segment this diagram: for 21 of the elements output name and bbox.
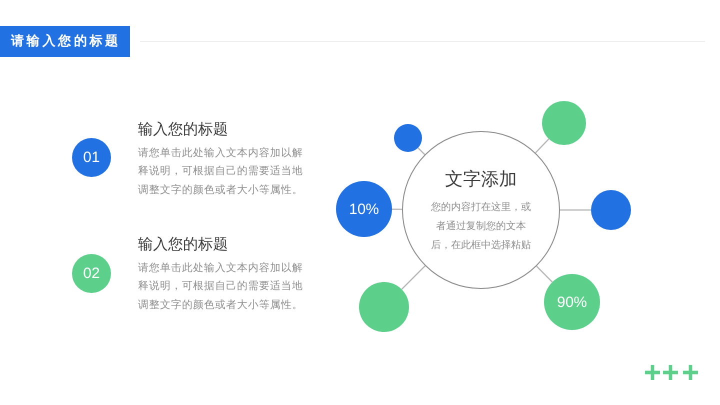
- connector-line: [392, 208, 402, 210]
- circle: [359, 282, 409, 332]
- title-bar: 请输入您的标题: [0, 26, 130, 57]
- number-circle: 02: [72, 254, 111, 292]
- connector-line: [418, 147, 426, 155]
- circle: [591, 190, 631, 230]
- connector-line: [536, 266, 553, 283]
- value-circle: 10%: [336, 181, 392, 237]
- circle-heading: 文字添加: [445, 169, 517, 191]
- circle: [394, 124, 422, 152]
- connector-line: [560, 209, 591, 211]
- item-heading: 输入您的标题: [138, 120, 228, 138]
- connector-line: [401, 265, 426, 290]
- item-heading: 输入您的标题: [138, 235, 228, 253]
- number-circle: 01: [72, 138, 111, 176]
- value-circle: 90%: [544, 274, 600, 330]
- circle: [542, 101, 586, 145]
- connector-line: [535, 138, 550, 154]
- item-description: 请您单击此处输入文本内容加以解释说明，可根据自己的需要适当地调整文字的颜色或者大小等属性。: [138, 146, 304, 198]
- item-description: 请您单击此处输入文本内容加以解释说明，可根据自己的需要适当地调整文字的颜色或者大小等属性。: [138, 260, 304, 313]
- circle-paragraph: 您的内容打在这里，或者通过复制您的文本后，在此框中选择粘贴: [430, 200, 532, 253]
